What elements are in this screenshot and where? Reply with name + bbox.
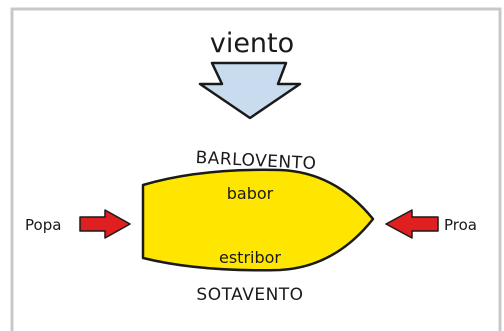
starboard-label: estribor (219, 248, 281, 267)
diagram-border (10, 7, 502, 331)
down-arrow-icon (198, 61, 302, 120)
wind-label: viento (210, 28, 294, 59)
bow-label: Proa (444, 216, 477, 234)
left-arrow-icon (385, 209, 439, 239)
stern-label: Popa (25, 216, 61, 234)
right-arrow-icon (79, 209, 131, 239)
boat-hull (141, 168, 375, 272)
port-label: babor (227, 184, 274, 203)
leeward-label: SOTAVENTO (196, 285, 303, 305)
